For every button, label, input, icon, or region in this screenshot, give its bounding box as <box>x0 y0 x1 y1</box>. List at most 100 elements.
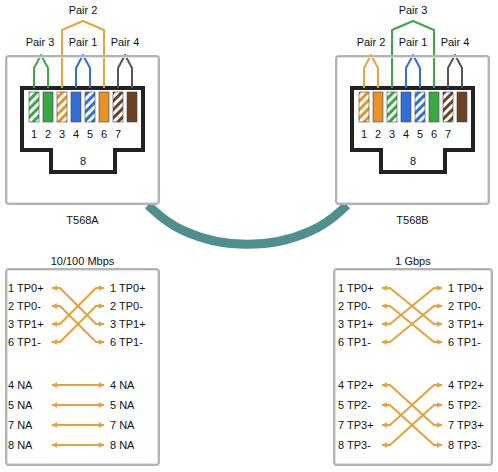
pin-signal-label: 7 NA <box>110 418 134 432</box>
pin-map-arrows <box>52 288 104 445</box>
wire <box>127 92 137 122</box>
pin-number: 1 <box>361 127 367 141</box>
pair-marker <box>76 55 90 88</box>
pinout-box: 1 Gbps <box>333 268 493 466</box>
jack-outline <box>352 88 473 172</box>
wire <box>99 92 109 122</box>
pin-signal-label: 8 TP3- <box>448 438 481 452</box>
pin-signal-label: 8 NA <box>110 438 134 452</box>
pin-signal-label: 6 TP1- <box>448 335 481 349</box>
pin-number: 8 <box>410 154 416 168</box>
pin-number: 3 <box>389 127 395 141</box>
pin-signal-label: 6 TP1- <box>8 335 41 349</box>
pair-marker <box>34 55 48 88</box>
wire <box>443 92 453 122</box>
wire <box>113 92 123 122</box>
pin-signal-label: 6 TP1- <box>338 335 371 349</box>
connector-standard-title: 1 Gbps <box>395 254 430 268</box>
pair-label: Pair 3 <box>399 3 428 17</box>
pair-marker <box>118 55 132 88</box>
pin-signal-label: 4 TP2+ <box>448 378 484 392</box>
rj45-jack <box>352 21 473 172</box>
wire <box>71 92 81 122</box>
pair-marker <box>406 55 420 88</box>
pin-number: 4 <box>73 127 79 141</box>
pair-label: Pair 4 <box>441 35 470 49</box>
pin-signal-label: 2 TP0- <box>448 299 481 313</box>
pin-signal-label: 4 TP2+ <box>338 378 374 392</box>
wire <box>85 92 95 122</box>
pin-signal-label: 3 TP1+ <box>338 317 374 331</box>
crossover-arrow <box>382 405 442 445</box>
pin-signal-label: 7 TP3+ <box>338 418 374 432</box>
wire <box>457 92 467 122</box>
connector-standard-title: T568B <box>396 213 428 227</box>
pinout-box: 10/100 Mbps <box>5 268 160 466</box>
pin-map-arrows <box>382 288 442 445</box>
pin-number: 6 <box>101 127 107 141</box>
crossover-cable <box>148 205 347 244</box>
pin-signal-label: 3 TP1+ <box>8 317 44 331</box>
crossover-arrow <box>382 306 442 342</box>
pin-signal-label: 8 NA <box>8 438 32 452</box>
pin-signal-label: 1 TP0+ <box>8 281 44 295</box>
wire <box>387 92 397 122</box>
pin-signal-label: 8 TP3- <box>338 438 371 452</box>
pin-number: 8 <box>80 154 86 168</box>
pair-label: Pair 1 <box>69 35 98 49</box>
straight-arrow <box>52 424 104 426</box>
straight-arrow <box>52 404 104 406</box>
pin-signal-label: 5 TP2- <box>338 398 371 412</box>
wire <box>57 92 67 122</box>
pin-signal-label: 3 TP1+ <box>110 317 146 331</box>
pin-signal-label: 5 NA <box>8 398 32 412</box>
crossover-arrow <box>382 405 442 445</box>
wire <box>43 92 53 122</box>
pin-signal-label: 3 TP1+ <box>448 317 484 331</box>
pin-number: 4 <box>403 127 409 141</box>
pin-number: 5 <box>87 127 93 141</box>
connector-panel: T568A <box>5 55 160 205</box>
pin-signal-label: 1 TP0+ <box>110 281 146 295</box>
pin-number: 7 <box>445 127 451 141</box>
pair-marker <box>364 55 378 88</box>
pin-signal-label: 4 NA <box>8 378 32 392</box>
connector-standard-title: 10/100 Mbps <box>51 254 115 268</box>
pin-number: 7 <box>115 127 121 141</box>
pin-signal-label: 4 NA <box>110 378 134 392</box>
wire <box>415 92 425 122</box>
pin-signal-label: 2 TP0- <box>338 299 371 313</box>
pin-signal-label: 7 TP3+ <box>448 418 484 432</box>
rj45-jack <box>22 21 143 172</box>
pair-label: Pair 3 <box>26 35 55 49</box>
straight-arrow <box>52 444 104 446</box>
wire <box>373 92 383 122</box>
wire <box>401 92 411 122</box>
pin-signal-label: 5 NA <box>110 398 134 412</box>
pin-number: 3 <box>59 127 65 141</box>
pair-label: Pair 4 <box>111 35 140 49</box>
jack-outline <box>22 88 143 172</box>
crossover-arrow <box>382 306 442 342</box>
crossover-arrow <box>52 306 104 342</box>
pair-label: Pair 2 <box>357 35 386 49</box>
crossover-arrow <box>52 306 104 342</box>
straight-arrow <box>52 384 104 386</box>
pin-signal-label: 1 TP0+ <box>338 281 374 295</box>
pair-label: Pair 2 <box>69 3 98 17</box>
wires <box>359 92 467 122</box>
connector-panel: T568B <box>335 55 490 205</box>
pin-number: 2 <box>375 127 381 141</box>
wire <box>29 92 39 122</box>
pin-number: 1 <box>31 127 37 141</box>
pin-number: 2 <box>45 127 51 141</box>
pin-signal-label: 6 TP1- <box>110 335 143 349</box>
pin-signal-label: 7 NA <box>8 418 32 432</box>
wire <box>359 92 369 122</box>
wire <box>429 92 439 122</box>
pin-signal-label: 2 TP0- <box>8 299 41 313</box>
pin-signal-label: 5 TP2- <box>448 398 481 412</box>
